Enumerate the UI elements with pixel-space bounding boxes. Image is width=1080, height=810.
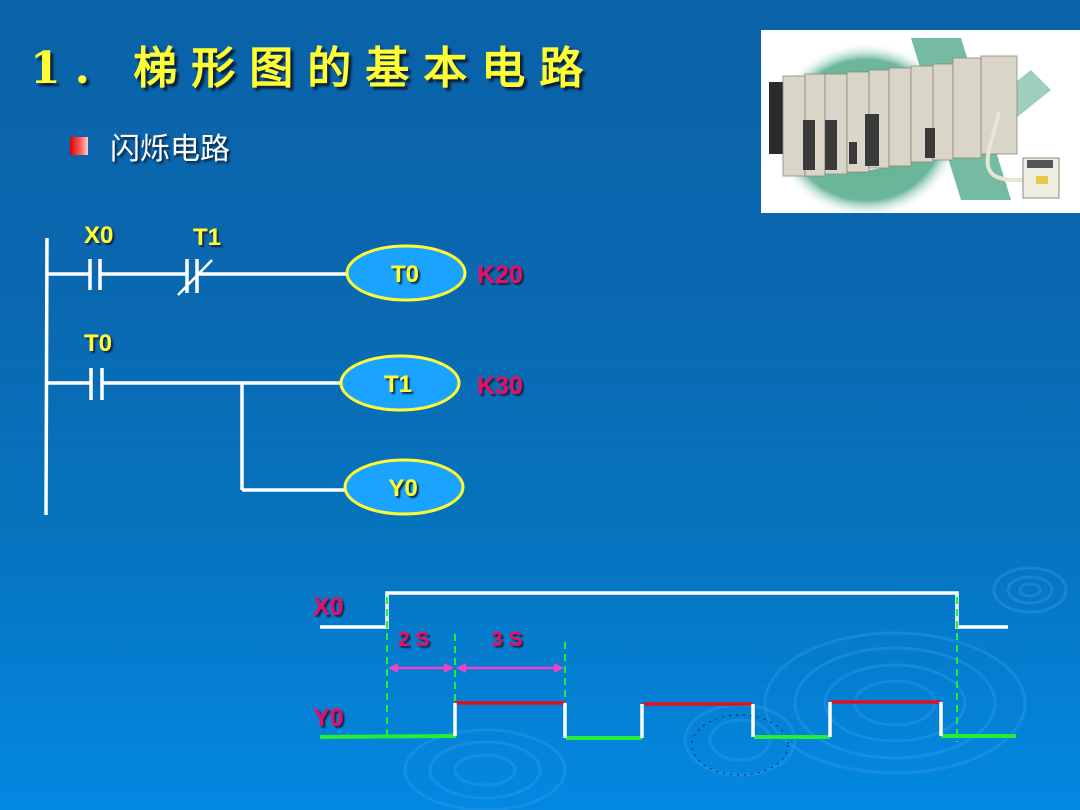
- interval-label-2s: 2 S: [398, 628, 430, 651]
- coil-label-t1: T1: [384, 371, 412, 398]
- contact-t1-nc-slash: [177, 259, 213, 296]
- coil-t1-ellipse: [339, 354, 461, 412]
- contact-labels: X0 T1 T0: [84, 222, 221, 357]
- slide-title: 1. 梯形图的基本电路: [30, 43, 598, 94]
- coil-label-t0: T0: [391, 261, 419, 288]
- power-rail: [44, 237, 49, 516]
- waveform-x0: [320, 591, 1008, 629]
- interval-arrows: [388, 663, 564, 673]
- signal-label-y0: Y0: [313, 704, 344, 732]
- y0-edges: [453, 702, 943, 738]
- contact-label-t0: T0: [84, 330, 112, 357]
- coil-y0-ellipse: [343, 458, 465, 516]
- waveform-y0: [319, 700, 1016, 740]
- constant-k30: K30: [477, 372, 523, 400]
- ripple-decoration: [403, 566, 1068, 810]
- y0-high-segments: [455, 700, 940, 706]
- coil-t1: T1: [339, 354, 461, 412]
- plc-photo: [761, 30, 1080, 213]
- ripple-dotted: [691, 714, 789, 776]
- rung-1: [47, 259, 347, 296]
- coil-y0: Y0: [343, 458, 465, 516]
- bullet-text: 闪烁电路: [110, 132, 230, 167]
- timing-diagram: X0 Y0 2 S 3 S: [313, 591, 1016, 742]
- timer-constants: K20 K30: [477, 261, 523, 400]
- coil-t0-ellipse: [345, 244, 467, 302]
- constant-k20: K20: [477, 261, 523, 289]
- contact-label-x0: X0: [84, 222, 113, 249]
- bullet-item: 闪烁电路: [70, 124, 230, 168]
- ladder-diagram: [44, 237, 347, 516]
- coil-t0: T0: [345, 244, 467, 302]
- y0-low-segments: [319, 734, 1016, 740]
- contact-label-t1: T1: [193, 224, 221, 251]
- plc-photo-illustration: [769, 38, 1060, 213]
- bullet-square-icon: [70, 137, 88, 155]
- coil-label-y0: Y0: [388, 475, 417, 502]
- signal-label-x0: X0: [313, 593, 344, 621]
- rung-2: [47, 368, 345, 492]
- time-markers: [386, 597, 958, 742]
- interval-label-3s: 3 S: [491, 628, 523, 651]
